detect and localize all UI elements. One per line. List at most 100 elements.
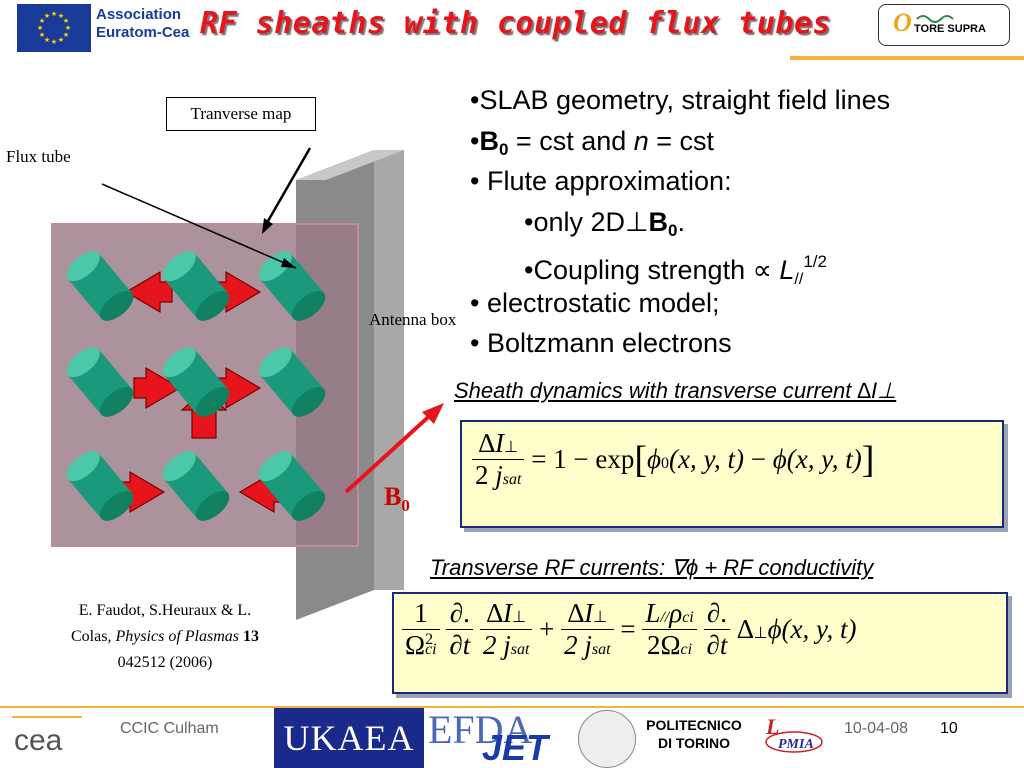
eq1-minus: − (744, 443, 773, 474)
slide-title: RF sheaths with coupled flux tubes (200, 6, 832, 41)
eq2-f3-perp: ⊥ (511, 609, 526, 626)
eq2-frac4: ∆I⊥ 2 jsat (561, 598, 614, 661)
reference-citation: E. Faudot, S.Heuraux & L. Colas, Physics… (20, 598, 310, 676)
b0-arrow-head (422, 403, 444, 424)
eq1-phi0-sub: 0 (661, 454, 670, 472)
flux-tube-diagram (51, 147, 444, 620)
eq2-f5-rho: ρ (669, 598, 683, 628)
eq2-omega: Ω (405, 630, 426, 660)
eq2-frac2: ∂. ∂t (446, 598, 474, 661)
transverse-map-label: Tranverse map (166, 97, 316, 131)
bullet-flute: • Flute approximation: (470, 166, 732, 196)
politecnico-logo: POLITECNICO DI TORINO (638, 716, 750, 752)
bullet-only-2d: •only 2D⊥B0. (470, 202, 890, 243)
eq1-args2: (x, y, t) (786, 443, 862, 474)
bullet-b0-end: = cst (648, 125, 715, 156)
bullet-2d-b: B (648, 206, 669, 237)
efda-text: EFDA (428, 707, 533, 752)
tore-supra-label: TORE SUPRA (914, 23, 986, 35)
eq2-f5-den: 2Ωci (642, 630, 696, 661)
eq2-f4-current: ∆I (567, 598, 594, 628)
flux-tube-8 (162, 451, 230, 521)
eq2-f5-num: L//ρci (642, 598, 697, 630)
eq2-f2-num: ∂. (446, 598, 474, 630)
bullet-2d-sub: 0 (668, 220, 678, 240)
svg-text:★: ★ (39, 17, 45, 25)
equation1: ∆I⊥ 2 jsat = 1 − exp[ϕ0(x, y, t) − ϕ(x, … (472, 428, 874, 491)
bullet-b0-subscript: 0 (498, 139, 509, 159)
bullet-slab: •SLAB geometry, straight field lines (470, 85, 891, 115)
svg-text:L: L (765, 714, 779, 739)
eq2-f3-num: ∆I⊥ (479, 598, 533, 630)
flux-tube-pointer-head (281, 258, 296, 268)
bullet-boltzmann: • Boltzmann electrons (470, 328, 732, 358)
antenna-box-label: Antenna box (369, 310, 457, 329)
eq2-f5-omega-sub: ci (680, 641, 693, 658)
cea-logo: cea (12, 716, 82, 757)
eq2-f2-den: ∂t (449, 630, 471, 660)
flux-tube-pointer (101, 183, 297, 269)
flux-tubes (66, 251, 326, 521)
equation2-caption: Transverse RF currents: ∇ϕ + RF conducti… (430, 555, 874, 580)
eq1-current: I (495, 428, 505, 458)
reference-volume: 13 (243, 628, 259, 645)
bullet-coupling-sub: // (794, 271, 804, 288)
eq1-args1: (x, y, t) (669, 443, 744, 474)
bullet-coupling-sup: 1/2 (803, 252, 827, 271)
arrow-left-top (124, 270, 173, 314)
flux-tube-2 (162, 251, 230, 321)
eq2-f4-perp: ⊥ (593, 609, 608, 626)
svg-text:★: ★ (51, 38, 57, 46)
bullet-b0-marker: • (470, 125, 480, 156)
reference-journal: Physics of Plasmas (115, 628, 239, 645)
jet-text: JET (482, 727, 549, 768)
eq2-laplacian-term: ∆⊥ϕ(x, y, t) (737, 614, 856, 644)
eu-flag-logo: ★★★ ★★★ ★★★ ★★★ (17, 4, 91, 52)
eq2-omega-sub: ci (425, 641, 437, 658)
transverse-map-pointer (262, 147, 312, 229)
equation1-caption: Sheath dynamics with transverse current … (454, 378, 897, 403)
page-number: 10 (940, 720, 958, 737)
eq2-lap: ∆ (737, 614, 754, 644)
equation1-box: ∆I⊥ 2 jsat = 1 − exp[ϕ0(x, y, t) − ϕ(x, … (460, 420, 1004, 528)
eq2-frac5: L//ρci 2Ωci (642, 598, 697, 661)
svg-text:PMIA: PMIA (778, 737, 814, 752)
svg-text:★: ★ (63, 17, 69, 25)
footer-divider (0, 706, 1024, 708)
eq1-fraction: ∆I⊥ 2 jsat (472, 428, 525, 491)
svg-text:★: ★ (58, 36, 64, 44)
eq2-f1-den: Ω2ci (402, 630, 440, 661)
flux-tube-6 (258, 347, 326, 417)
eq2-frac1: 1 Ω2ci (402, 598, 440, 661)
eq2-f3-current: ∆I (486, 598, 512, 628)
eq1-delta: ∆ (478, 428, 496, 458)
footer-event: CCIC Culham (120, 720, 219, 737)
eq2-phi: ϕ (767, 614, 782, 644)
reference-journal-line: Colas, Physics of Plasmas 13 (20, 624, 310, 650)
efda-jet-logo: EFDA JET (428, 708, 572, 768)
b0-main: B (384, 482, 402, 511)
eq1-phi: ϕ (772, 443, 787, 474)
header-divider (790, 56, 1024, 60)
eq2-f3-den: 2 jsat (480, 630, 532, 661)
bullet-list: •SLAB geometry, straight field lines •B0… (470, 80, 890, 364)
association-line2: Euratom-Cea (96, 24, 190, 41)
tore-supra-logo: O (878, 4, 1010, 46)
bullet-coupling-text: •Coupling strength ∝ (524, 255, 780, 285)
bullet-coupling-l: L (779, 255, 795, 285)
ukaea-logo: UKAEA (274, 708, 424, 768)
eq2-f5-ci: ci (682, 609, 694, 626)
bullet-b0-mid: = cst and (508, 125, 634, 156)
eq2-f3-j: 2 j (482, 630, 511, 660)
politecnico-line2: DI TORINO (657, 735, 731, 751)
flux-tube-3 (258, 251, 326, 321)
eq2-f4-den: 2 jsat (561, 630, 613, 661)
university-seal-logo (578, 710, 636, 768)
transverse-map-pointer-head (262, 218, 273, 234)
eq1-numerator: ∆I⊥ (472, 428, 525, 460)
flux-tube-label: Flux tube (6, 147, 71, 166)
bullet-n-symbol: n (633, 125, 649, 156)
flux-tube-5 (162, 347, 230, 417)
flux-tube-9 (258, 451, 326, 521)
b0-label: B0 (384, 482, 410, 516)
